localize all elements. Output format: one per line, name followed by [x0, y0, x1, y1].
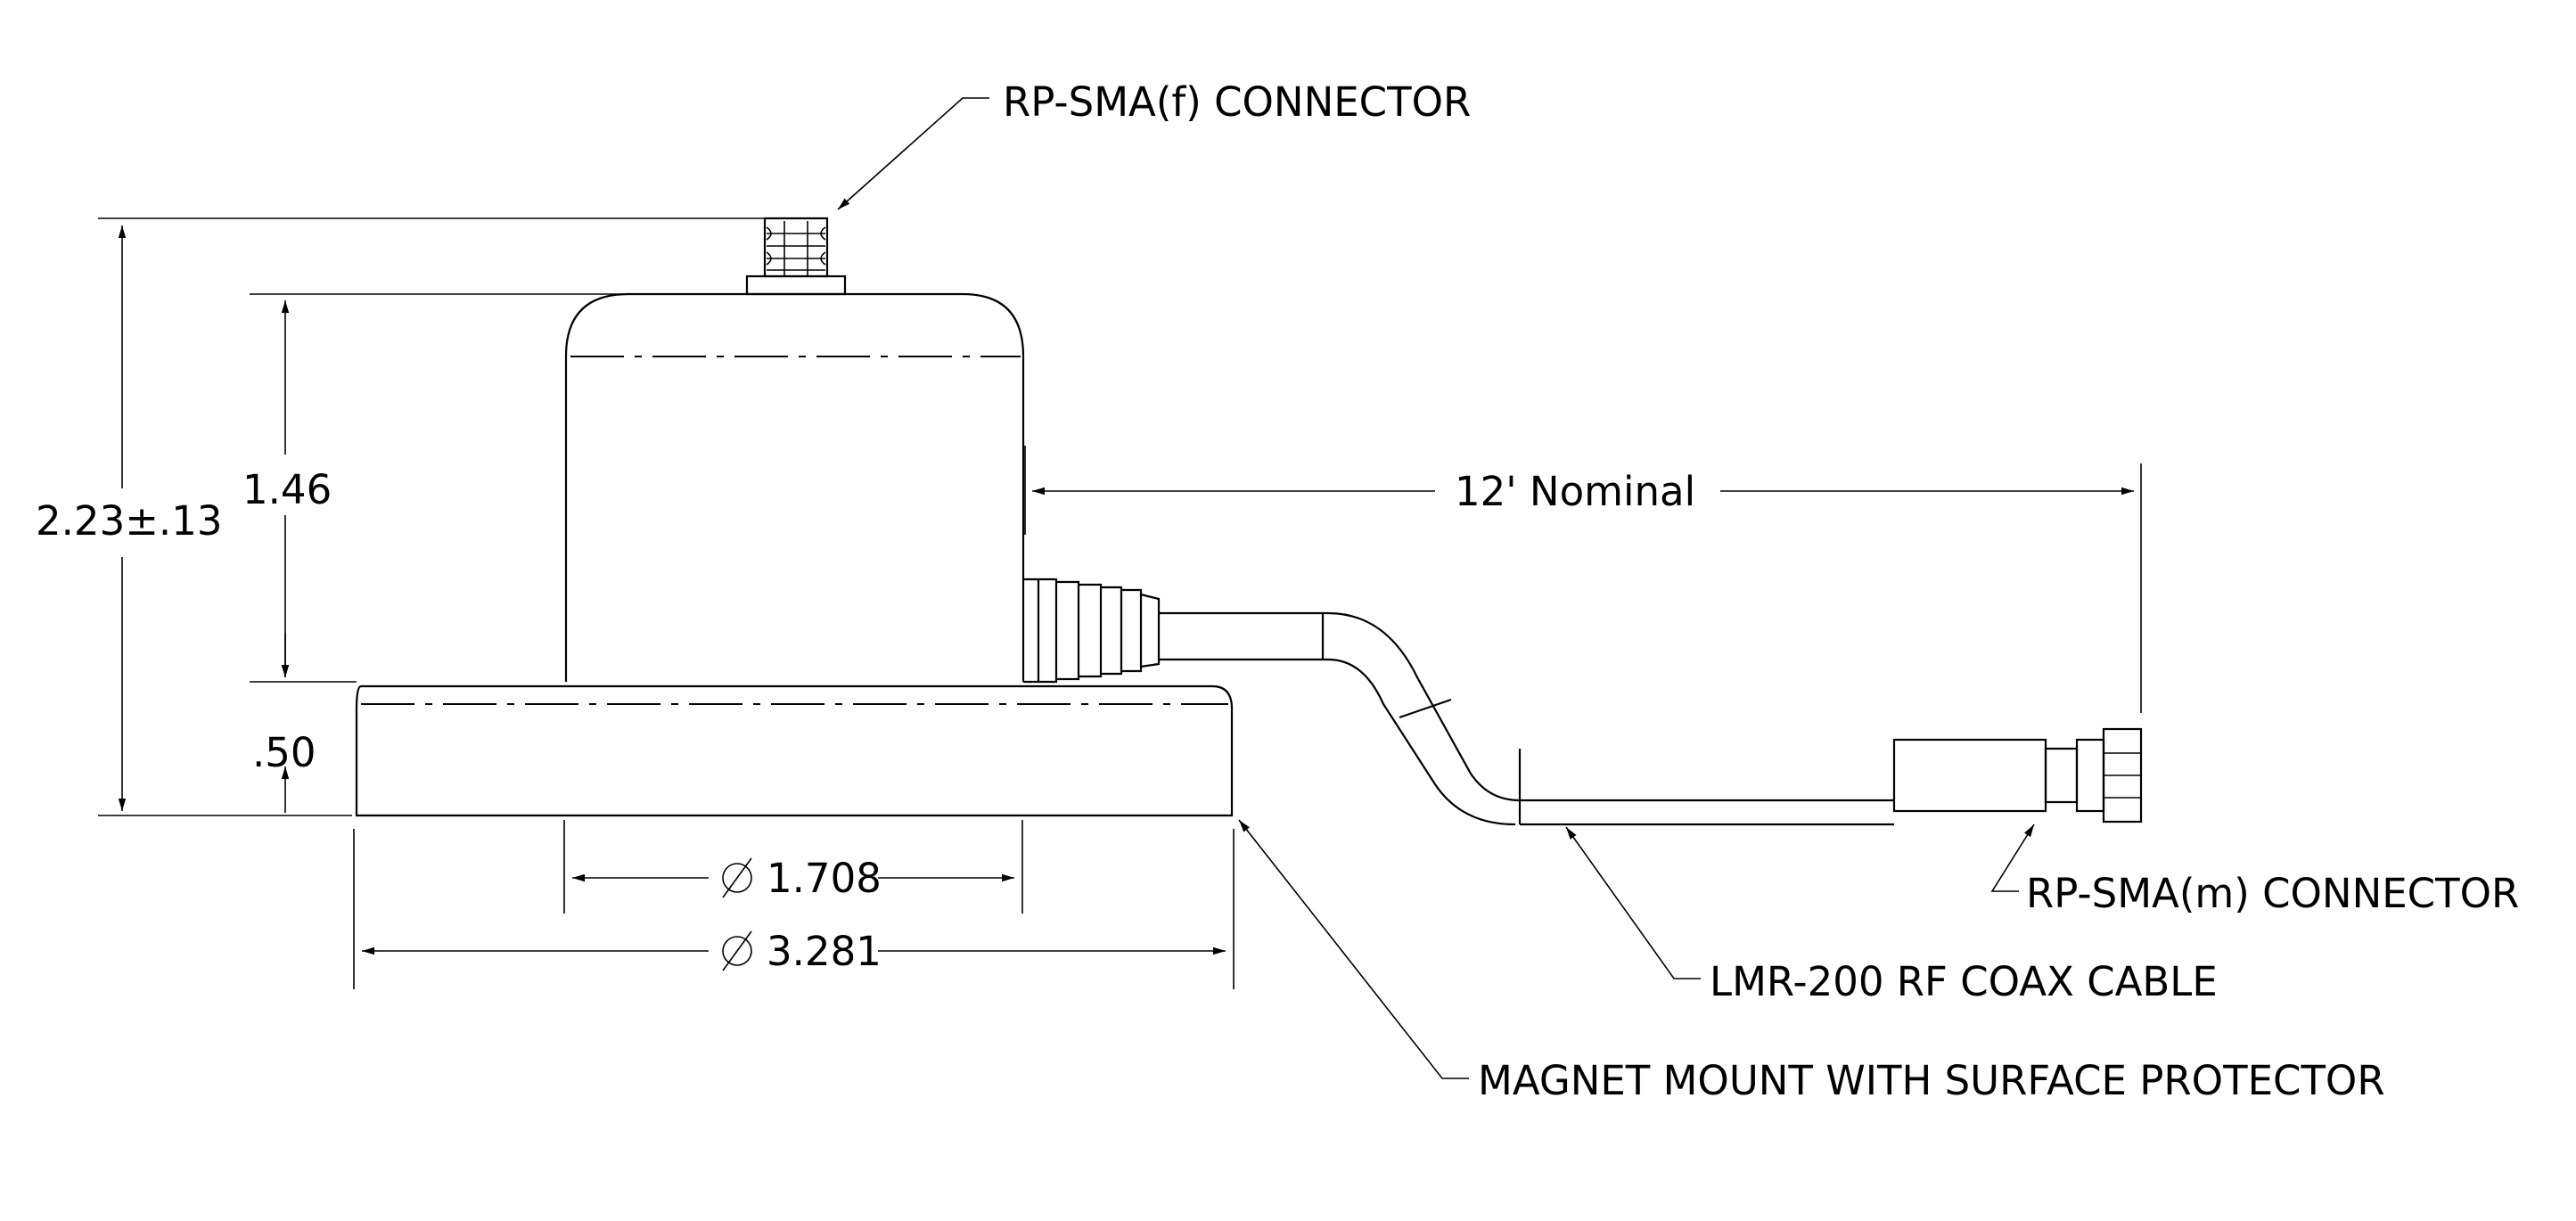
overall-height-label: 2.23±.13 [36, 497, 222, 545]
callout-cable: LMR-200 RF COAX CABLE [1565, 826, 2218, 1005]
base-diameter-label: 3.281 [767, 928, 882, 975]
end-connector-label: RP-SMA(m) CONNECTOR [2026, 870, 2519, 917]
dimension-body-diameter: 1.708 [572, 855, 1014, 902]
magnet-base [355, 684, 1234, 817]
body-diameter-label: 1.708 [767, 855, 882, 902]
end-connector [1892, 727, 2143, 824]
top-connector [745, 217, 847, 296]
base-height-label: .50 [252, 729, 316, 776]
cable-length-label: 12' Nominal [1455, 468, 1695, 515]
cable-label: LMR-200 RF COAX CABLE [1710, 958, 2218, 1005]
strain-relief [1023, 578, 1161, 684]
diameter-icon [722, 857, 752, 898]
dimension-overall-height: 2.23±.13 [36, 225, 222, 811]
callout-top-connector: RP-SMA(f) CONNECTOR [837, 78, 1471, 210]
mount-label: MAGNET MOUNT WITH SURFACE PROTECTOR [1478, 1057, 2385, 1104]
callout-mount: MAGNET MOUNT WITH SURFACE PROTECTOR [1238, 819, 2385, 1104]
top-connector-label: RP-SMA(f) CONNECTOR [1003, 78, 1471, 126]
body-height-label: 1.46 [242, 466, 332, 513]
antenna-body [564, 292, 1025, 682]
diameter-icon [722, 930, 752, 971]
coax-cable [1159, 611, 1894, 826]
dimension-base-height: .50 [252, 633, 316, 813]
dimension-base-diameter: 3.281 [362, 928, 1226, 975]
dimension-body-height: 1.46 [242, 300, 332, 677]
dimension-cable-length: 12' Nominal [1032, 468, 2134, 515]
callout-end-connector: RP-SMA(m) CONNECTOR [1990, 824, 2519, 917]
extension-lines [98, 217, 2142, 989]
